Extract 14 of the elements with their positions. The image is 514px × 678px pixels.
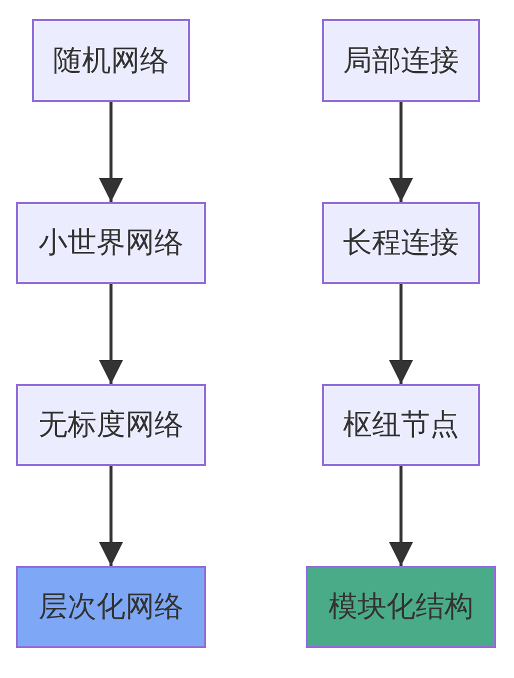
- process-box: 模块化结构: [306, 566, 496, 648]
- process-box: 层次化网络: [16, 566, 206, 648]
- arrow: [389, 466, 413, 566]
- process-box: 小世界网络: [16, 202, 206, 284]
- process-box: 局部连接: [322, 19, 480, 102]
- arrow: [389, 284, 413, 384]
- arrow: [99, 102, 123, 202]
- process-box: 无标度网络: [16, 384, 206, 466]
- process-box: 随机网络: [32, 19, 190, 102]
- process-box: 枢纽节点: [322, 384, 480, 466]
- arrow: [389, 102, 413, 202]
- process-box: 长程连接: [322, 202, 480, 284]
- arrow: [99, 466, 123, 566]
- arrow: [99, 284, 123, 384]
